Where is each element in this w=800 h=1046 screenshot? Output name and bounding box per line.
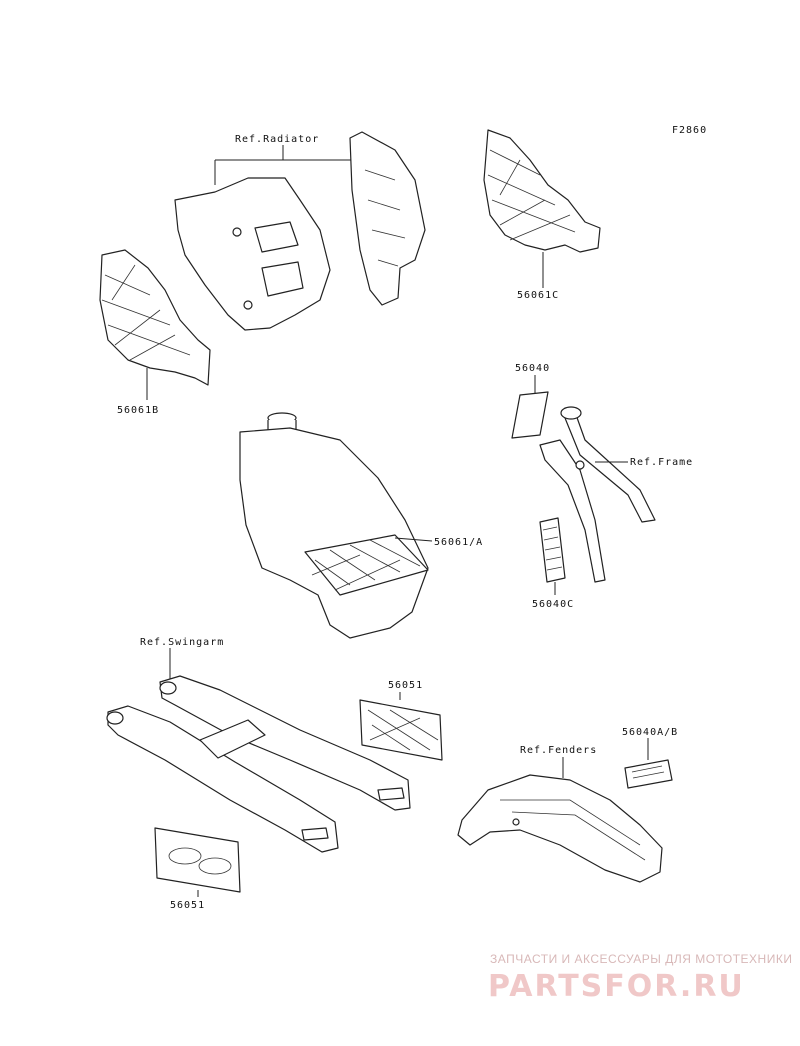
watermark-subtitle: ЗАПЧАСТИ И АКСЕССУАРЫ ДЛЯ МОТОТЕХНИКИ <box>490 952 792 966</box>
label-ref-swingarm[interactable]: Ref.Swingarm <box>140 637 224 648</box>
label-56040AB[interactable]: 56040A/B <box>622 727 678 738</box>
swingarm-lower-arm[interactable] <box>107 705 339 853</box>
frame-steering-head <box>560 406 582 420</box>
label-56061B[interactable]: 56061B <box>117 405 159 416</box>
rear-fender-ribs <box>500 799 646 861</box>
label-ref-radiator[interactable]: Ref.Radiator <box>235 134 319 145</box>
decal-56040AB[interactable] <box>624 759 673 789</box>
figure-code: F2860 <box>672 125 707 136</box>
decal-56061B-pattern <box>101 264 191 361</box>
fender-bolt <box>512 818 520 826</box>
radiator-shroud-right[interactable] <box>349 131 426 306</box>
label-56051-top[interactable]: 56051 <box>388 680 423 691</box>
frame-top-tube[interactable] <box>564 407 656 523</box>
label-ref-fenders[interactable]: Ref.Fenders <box>520 745 597 756</box>
label-56051-bottom[interactable]: 56051 <box>170 900 205 911</box>
label-ref-frame[interactable]: Ref.Frame <box>630 457 693 468</box>
decal-56051-bottom-mark1 <box>168 847 202 865</box>
swingarm-pivot-lower <box>106 711 124 725</box>
swingarm-axle-slot-lower <box>301 827 329 841</box>
shroud-vent-upper <box>254 221 299 253</box>
decal-56061B[interactable] <box>99 249 211 386</box>
shroud-right-detail <box>364 169 406 267</box>
decal-56040C[interactable] <box>539 517 566 583</box>
frame-group: 56040 Ref.Frame 56040C <box>511 363 693 610</box>
decal-56051-bottom[interactable] <box>154 827 241 893</box>
shroud-bolt-1 <box>232 227 242 237</box>
decal-56051-top[interactable] <box>359 699 443 761</box>
swingarm-axle-slot-upper <box>377 787 405 801</box>
decal-56040AB-text <box>631 765 665 779</box>
decal-56040[interactable] <box>511 391 549 439</box>
fender-group: 56040A/B Ref.Fenders <box>457 727 678 883</box>
decal-56040C-pattern <box>542 526 563 571</box>
leader-56061A <box>394 537 433 542</box>
radiator-shroud-group: Ref.Radiator <box>174 131 426 331</box>
fuel-tank[interactable] <box>239 427 429 639</box>
decal-56051-top-pattern <box>367 709 439 751</box>
decal-56061A-pattern <box>311 539 421 591</box>
swingarm-crossmember <box>199 719 266 759</box>
decal-56061C-pattern <box>487 149 576 241</box>
label-56040C[interactable]: 56040C <box>532 599 574 610</box>
decal-56061B-group: 56061B <box>99 249 211 416</box>
decal-56061C-group: 56061C <box>483 129 601 301</box>
frame-mount-bolt <box>575 460 585 470</box>
label-56061C[interactable]: 56061C <box>517 290 559 301</box>
frame-down-tube[interactable] <box>539 439 606 583</box>
decal-56061A[interactable] <box>304 534 429 596</box>
shroud-vent-lower <box>261 261 304 297</box>
shroud-bolt-2 <box>243 300 253 310</box>
decal-56051-bottom-mark2 <box>198 857 232 875</box>
fuel-tank-group: 56061/A <box>239 412 483 639</box>
swingarm-upper-arm[interactable] <box>159 675 411 811</box>
label-56040[interactable]: 56040 <box>515 363 550 374</box>
watermark-brand: PARTSFOR.RU <box>488 969 745 1004</box>
rear-fender[interactable] <box>457 774 663 883</box>
leader-ref-radiator <box>214 140 356 185</box>
radiator-shroud-left[interactable] <box>174 177 331 331</box>
watermark: ЗАПЧАСТИ И АКСЕССУАРЫ ДЛЯ МОТОТЕХНИКИ PA… <box>488 952 792 1004</box>
swingarm-pivot-upper <box>159 681 177 695</box>
label-56061A[interactable]: 56061/A <box>434 537 483 548</box>
swingarm-group: Ref.Swingarm 56051 56051 <box>106 637 443 911</box>
decal-56061C[interactable] <box>483 129 601 253</box>
